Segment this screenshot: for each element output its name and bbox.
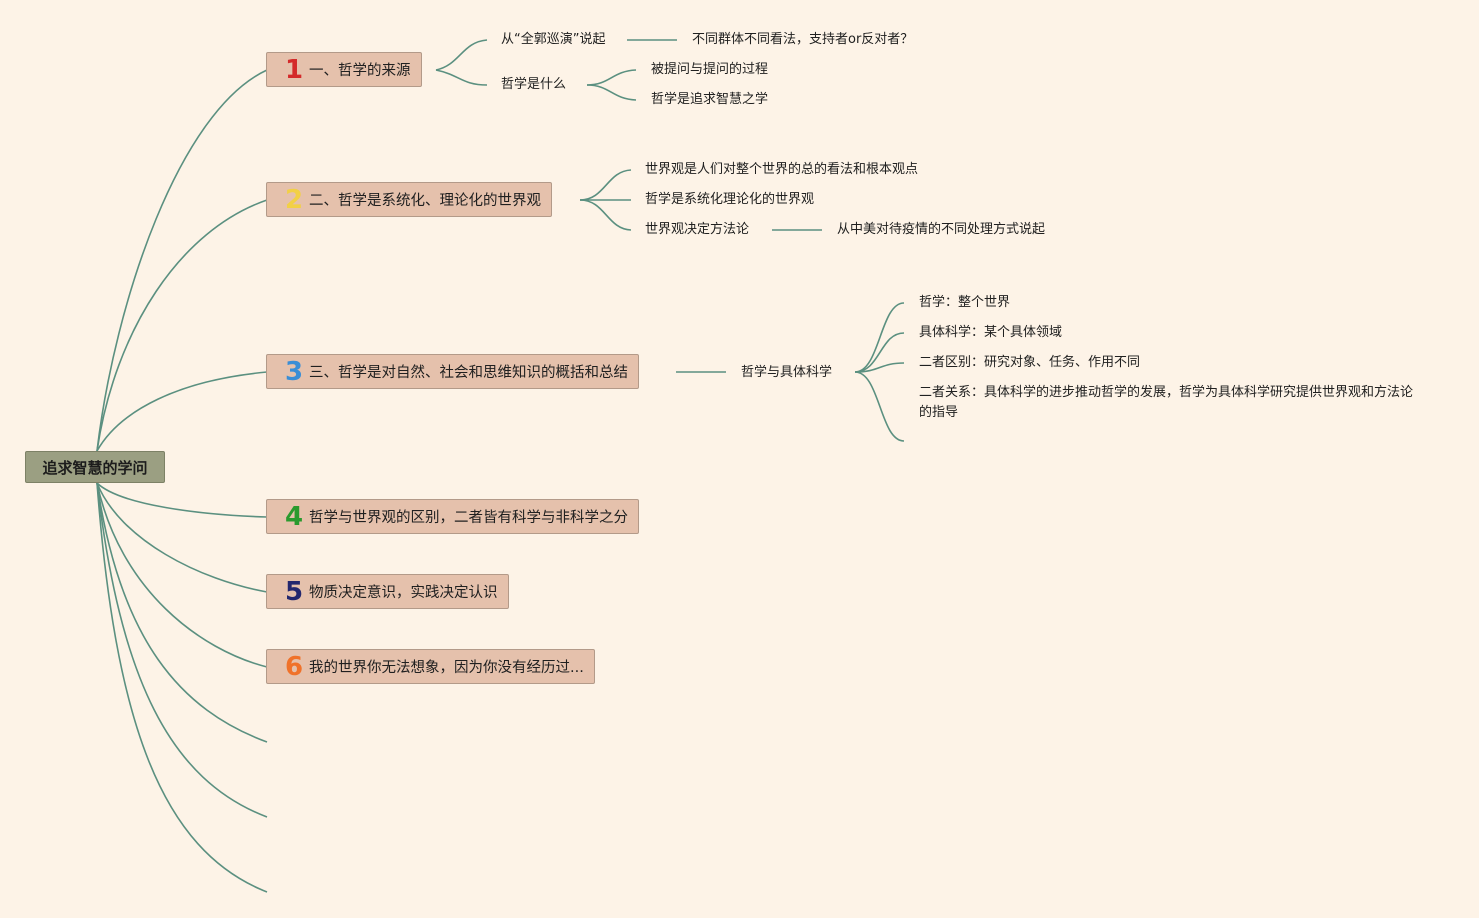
branch-topic-3[interactable]: 3 三、哲学是对自然、社会和思维知识的概括和总结 xyxy=(266,354,639,389)
connector-root-branch-1 xyxy=(96,69,268,452)
subtopic-philosophy-and-science[interactable]: 哲学与具体科学 xyxy=(741,365,833,380)
leaf-specific-science-domain[interactable]: 具体科学：某个具体领域 xyxy=(919,325,1063,340)
connector-b1-c2-g2 xyxy=(586,84,637,101)
connector-root-branch-5 xyxy=(96,482,268,593)
leaf-different-views[interactable]: 不同群体不同看法，支持者or反对者？ xyxy=(692,32,914,47)
root-topic[interactable]: 追求智慧的学问 xyxy=(25,451,165,483)
connector-root-empty-1 xyxy=(96,482,268,743)
connector-b2-c3 xyxy=(579,199,632,231)
branch-label: 我的世界你无法想象，因为你没有经历过... xyxy=(309,660,584,676)
number-4-icon: 4 xyxy=(284,501,304,532)
number-6-icon: 6 xyxy=(284,651,304,682)
number-3-icon: 3 xyxy=(284,356,304,387)
leaf-epidemic-handling[interactable]: 从中美对待疫情的不同处理方式说起 xyxy=(837,222,1046,237)
branch-topic-1[interactable]: 1 一、哲学的来源 xyxy=(266,52,422,87)
leaf-pursuit-of-wisdom[interactable]: 哲学是追求智慧之学 xyxy=(651,92,769,107)
branch-label: 一、哲学的来源 xyxy=(309,63,411,79)
connector-root-branch-6 xyxy=(96,482,268,668)
leaf-philosophy-whole-world[interactable]: 哲学：整个世界 xyxy=(919,295,1011,310)
connector-root-empty-2 xyxy=(96,482,268,818)
branch-label: 物质决定意识，实践决定认识 xyxy=(309,585,498,601)
subtopic-worldview-methodology[interactable]: 世界观决定方法论 xyxy=(645,222,750,237)
number-2-icon: 2 xyxy=(284,184,304,215)
connector-b1-c2-g1 xyxy=(586,69,637,86)
connector-b3-g4 xyxy=(854,371,905,442)
subtopic-quan-guo-xun-yan[interactable]: 从“全郭巡演”说起 xyxy=(501,32,606,47)
subtopic-worldview-definition[interactable]: 世界观是人们对整个世界的总的看法和根本观点 xyxy=(645,162,919,177)
subtopic-what-is-philosophy[interactable]: 哲学是什么 xyxy=(501,77,567,92)
connector-b3-g1 xyxy=(854,302,905,373)
connector-b3-g2 xyxy=(854,332,905,373)
connector-b3-g3 xyxy=(854,362,905,373)
connector-b2-c1 xyxy=(579,169,632,201)
connector-root-branch-2 xyxy=(96,199,268,452)
branch-topic-4[interactable]: 4 哲学与世界观的区别，二者皆有科学与非科学之分 xyxy=(266,499,639,534)
connector-root-branch-4 xyxy=(96,482,268,518)
branch-topic-5[interactable]: 5 物质决定意识，实践决定认识 xyxy=(266,574,509,609)
leaf-difference[interactable]: 二者区别：研究对象、任务、作用不同 xyxy=(919,355,1141,370)
connector-b1-c1 xyxy=(435,39,488,71)
number-1-icon: 1 xyxy=(284,54,304,85)
branch-topic-6[interactable]: 6 我的世界你无法想象，因为你没有经历过... xyxy=(266,649,595,684)
leaf-questioning-process[interactable]: 被提问与提问的过程 xyxy=(651,62,769,77)
branch-label: 三、哲学是对自然、社会和思维知识的概括和总结 xyxy=(309,365,628,381)
connector-root-empty-3 xyxy=(96,482,268,893)
branch-label: 二、哲学是系统化、理论化的世界观 xyxy=(309,193,541,209)
number-5-icon: 5 xyxy=(284,576,304,607)
subtopic-systematic-worldview[interactable]: 哲学是系统化理论化的世界观 xyxy=(645,192,815,207)
leaf-relationship[interactable]: 二者关系：具体科学的进步推动哲学的发展，哲学为具体科学研究提供世界观和方法论的指… xyxy=(919,385,1414,420)
branch-label: 哲学与世界观的区别，二者皆有科学与非科学之分 xyxy=(309,510,628,526)
connector-root-branch-3 xyxy=(96,371,268,452)
connector-b1-c2 xyxy=(435,69,488,86)
branch-topic-2[interactable]: 2 二、哲学是系统化、理论化的世界观 xyxy=(266,182,552,217)
